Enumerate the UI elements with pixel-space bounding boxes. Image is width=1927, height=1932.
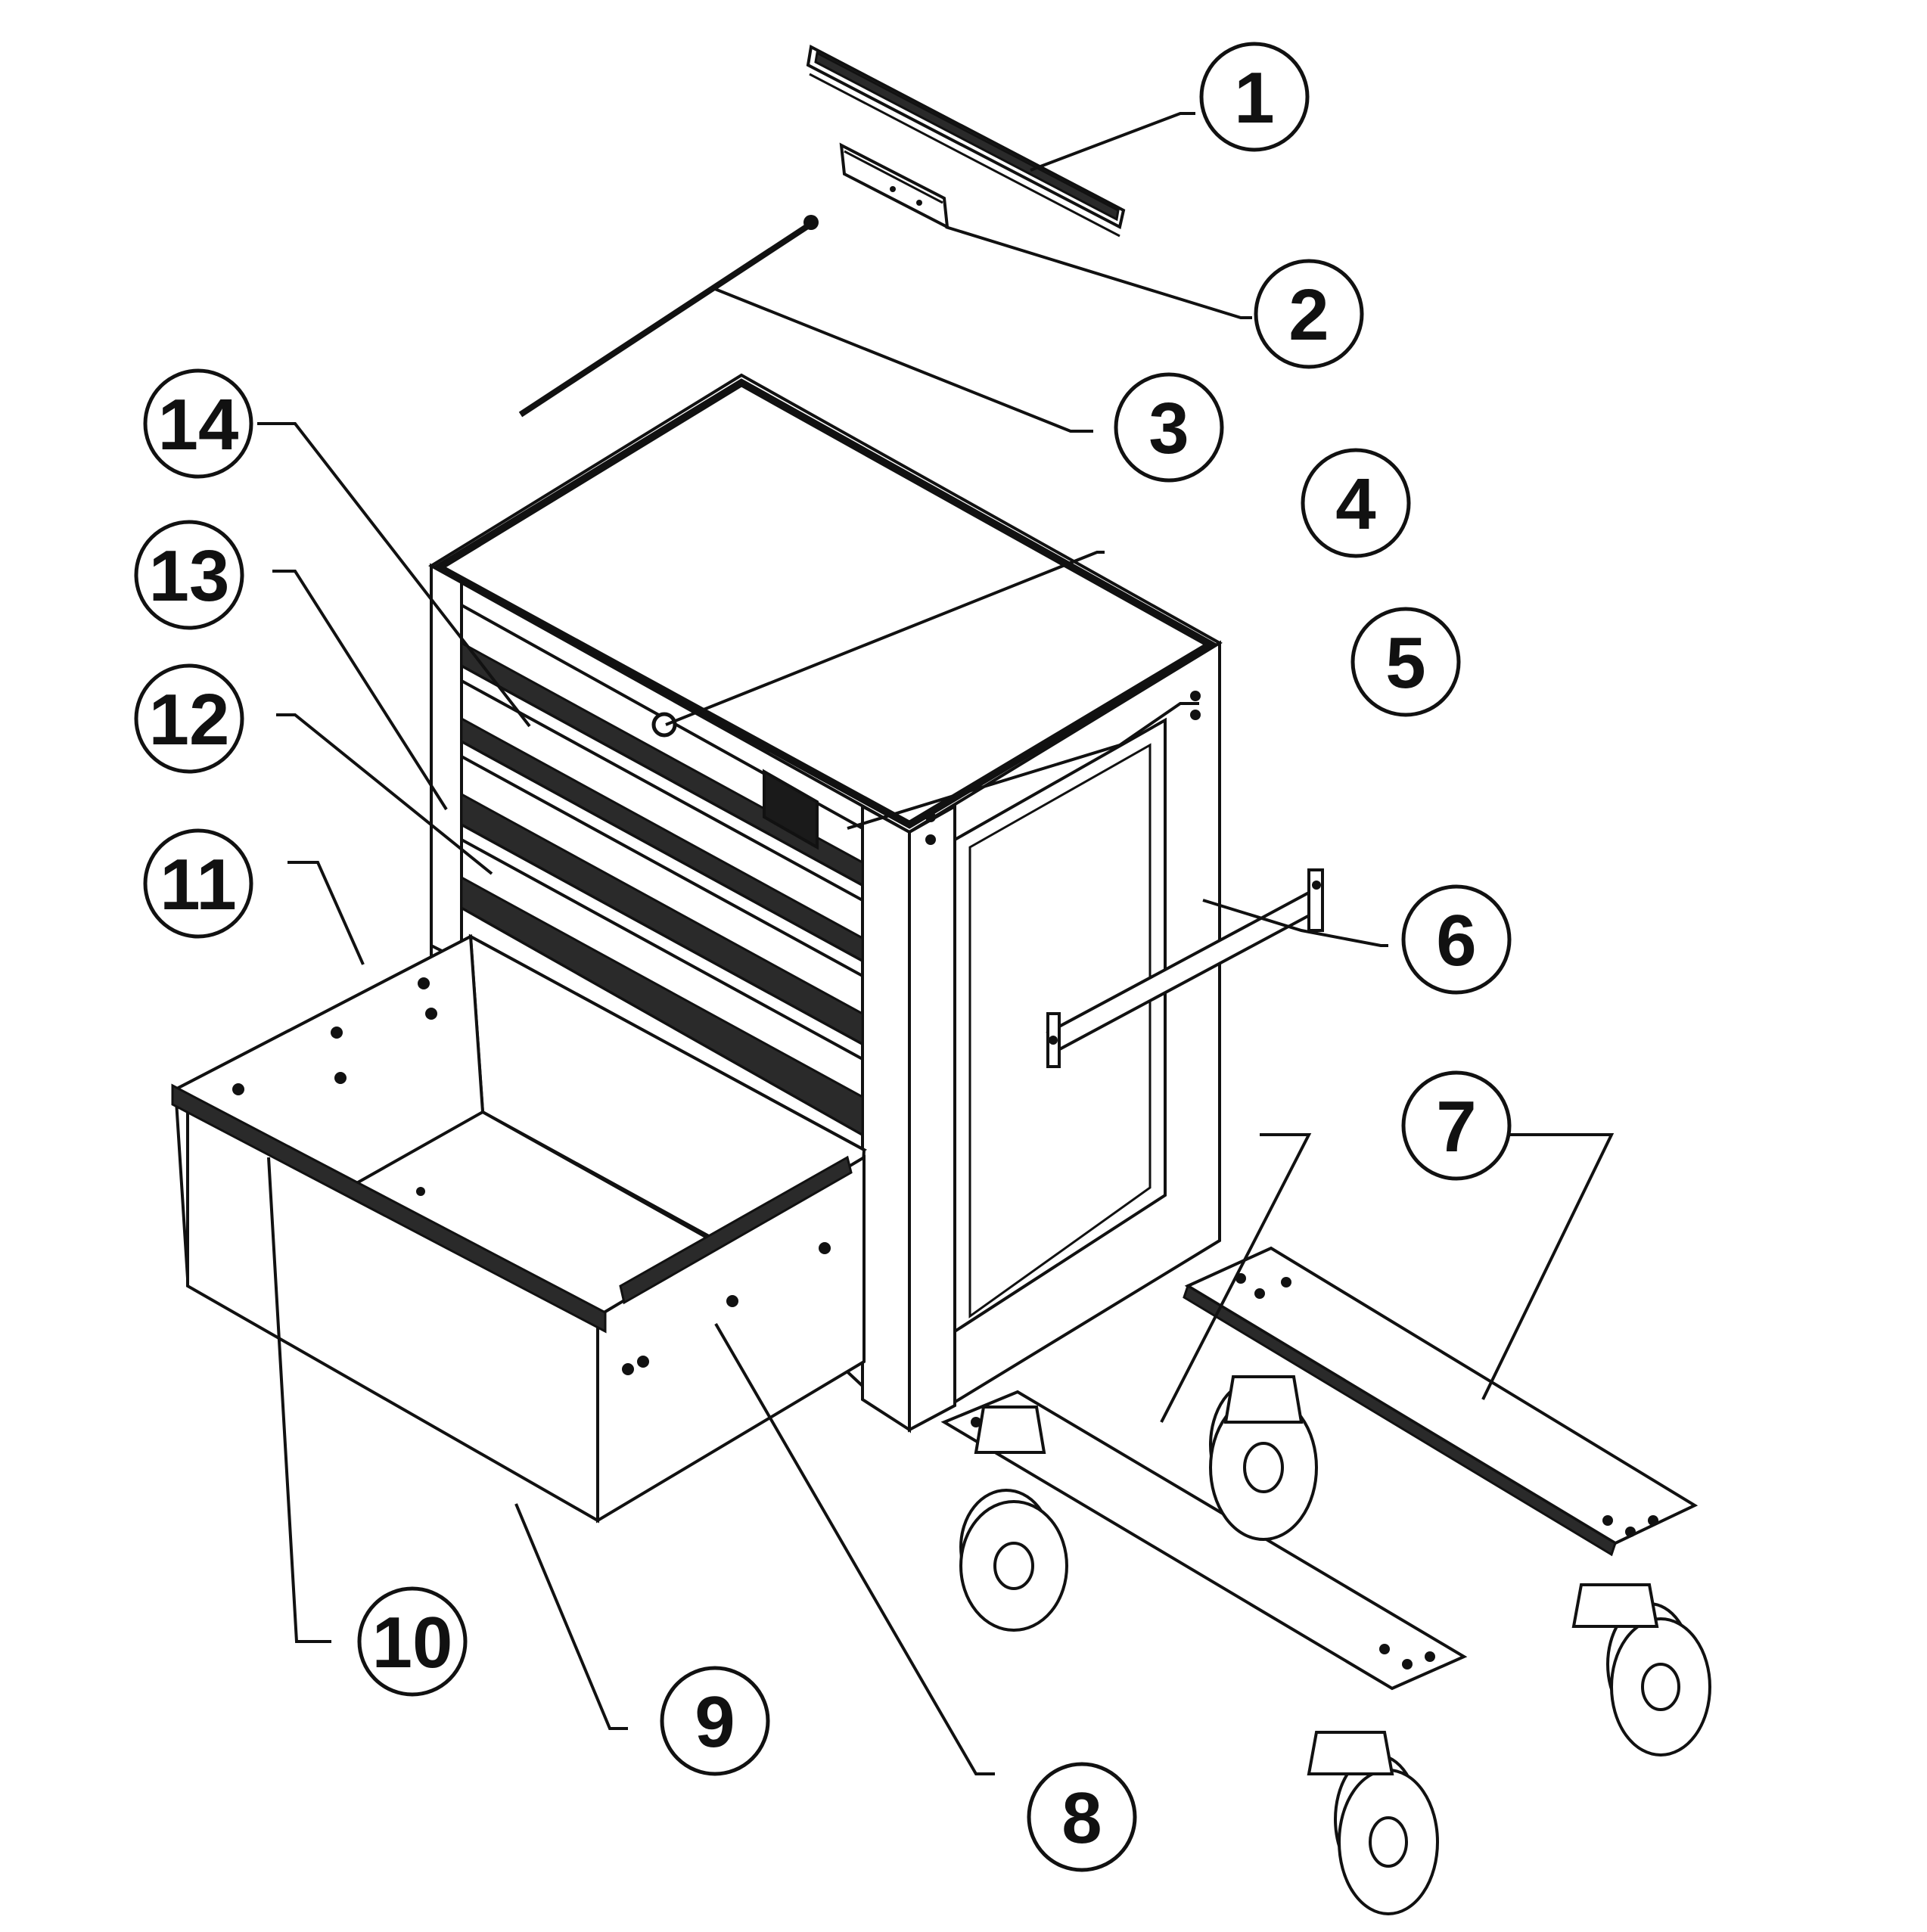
svg-text:10: 10 — [372, 1602, 453, 1683]
callout-6: 6 — [1401, 884, 1512, 995]
caster-1 — [959, 1406, 1068, 1632]
part-lock-rod — [518, 215, 819, 418]
part-casters — [959, 1375, 1711, 1915]
callout-12: 12 — [134, 663, 244, 774]
svg-text:7: 7 — [1436, 1086, 1476, 1167]
caster-2 — [1209, 1375, 1318, 1541]
part-caster-plates — [940, 1246, 1699, 1691]
svg-text:8: 8 — [1061, 1778, 1102, 1859]
callout-7: 7 — [1401, 1070, 1512, 1181]
callout-5: 5 — [1350, 607, 1461, 717]
part-drawer-slide-rail — [806, 44, 1126, 238]
drawer-stack — [460, 602, 864, 1138]
svg-text:3: 3 — [1148, 388, 1189, 469]
callout-4: 4 — [1301, 448, 1411, 558]
part-side-handle — [1046, 868, 1324, 1068]
leader-lines — [257, 112, 1615, 1775]
svg-text:11: 11 — [160, 844, 236, 925]
svg-text:4: 4 — [1335, 464, 1375, 545]
svg-text:5: 5 — [1385, 623, 1425, 704]
callout-13: 13 — [134, 520, 244, 630]
callout-8: 8 — [1027, 1762, 1137, 1872]
part-slide-bracket — [839, 142, 950, 230]
svg-text:14: 14 — [158, 384, 239, 465]
callout-9: 9 — [660, 1666, 770, 1776]
callout-14: 14 — [143, 368, 253, 479]
svg-text:6: 6 — [1436, 900, 1476, 981]
svg-text:13: 13 — [149, 536, 230, 617]
callout-11: 11 — [143, 828, 253, 939]
part-drawer — [171, 933, 868, 1524]
caster-3 — [1571, 1583, 1711, 1757]
svg-text:12: 12 — [149, 679, 230, 760]
svg-text:9: 9 — [695, 1682, 735, 1763]
callout-10: 10 — [357, 1586, 468, 1697]
svg-text:2: 2 — [1288, 275, 1329, 356]
callout-1: 1 — [1199, 42, 1310, 152]
svg-text:1: 1 — [1234, 57, 1274, 138]
caster-4 — [1307, 1731, 1439, 1915]
callout-2: 2 — [1254, 259, 1364, 369]
callout-3: 3 — [1114, 372, 1224, 483]
